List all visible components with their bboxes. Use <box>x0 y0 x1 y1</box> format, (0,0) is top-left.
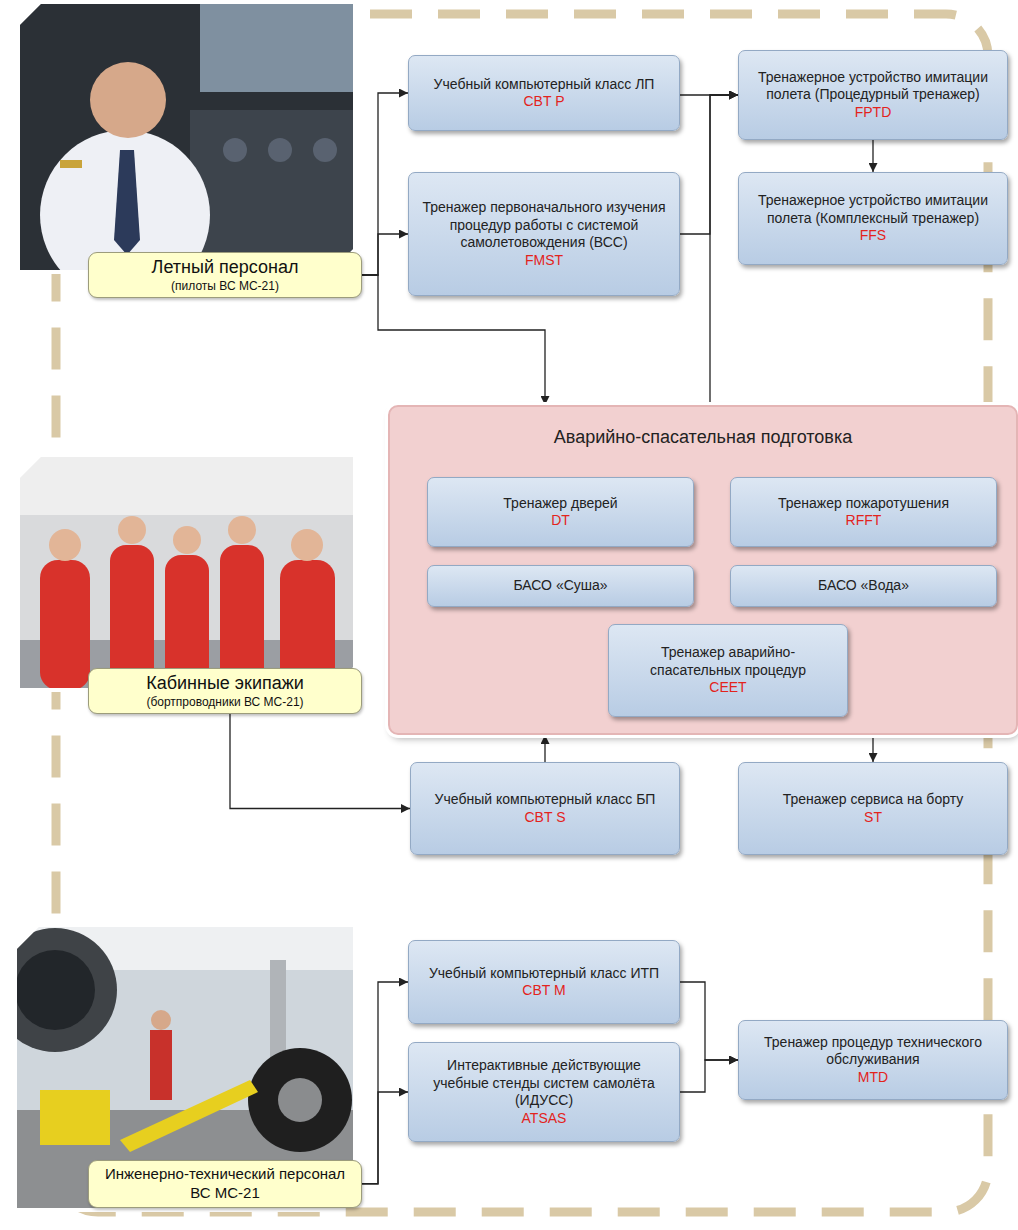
photo-frame <box>18 2 355 272</box>
pilot-tie <box>114 150 140 255</box>
box-text: Тренажер сервиса на борту <box>783 791 963 809</box>
flow-arrow <box>680 1060 738 1092</box>
flow-arrow <box>710 95 738 405</box>
label-title: Кабинные экипажи <box>146 673 304 695</box>
photo-background <box>15 925 355 1210</box>
flow-arrow <box>362 93 408 275</box>
box-code: FMST <box>525 252 563 270</box>
box-text: Тренажерное устройство имитации полета (… <box>751 69 995 104</box>
cockpit-gauge <box>268 138 292 162</box>
box-code: FFS <box>860 227 886 245</box>
group-region: Аварийно-спасательная подготовкаТренажер… <box>388 405 1018 735</box>
technician-head <box>151 1010 171 1030</box>
pilot-epaulette <box>60 160 82 168</box>
process-box: Учебный компьютерный класс БПCBT S <box>410 762 680 855</box>
crew-head <box>118 516 146 544</box>
process-box: Тренажер дверейDT <box>427 477 694 547</box>
process-box: Учебный компьютерный класс ЛПCBT P <box>408 55 680 131</box>
flow-arrow <box>362 234 408 275</box>
box-code: CBT S <box>525 809 566 827</box>
technician <box>150 1030 172 1100</box>
flow-arrow <box>544 735 545 762</box>
region-title: Аварийно-спасательная подготовка <box>390 427 1016 448</box>
box-code: MTD <box>858 1069 888 1087</box>
box-code: RFFT <box>846 512 882 530</box>
box-code: ST <box>864 809 882 827</box>
box-text: Учебный компьютерный класс ИТП <box>429 965 659 983</box>
process-box: Учебный компьютерный класс ИТПCBT M <box>408 940 680 1024</box>
process-box: Интерактивные действующие учебные стенды… <box>408 1042 680 1142</box>
flow-arrow <box>872 140 873 172</box>
flow-arrow <box>362 1092 408 1184</box>
tow-bar <box>120 1080 258 1152</box>
box-text: Учебный компьютерный класс БП <box>435 791 656 809</box>
process-box: Тренажерное устройство имитации полета (… <box>738 172 1008 265</box>
tow-tractor <box>40 1090 110 1145</box>
box-code: DT <box>551 512 570 530</box>
flow-arrow <box>680 95 738 234</box>
flow-arrow <box>230 714 410 809</box>
box-text: Тренажер первоначального изучения процед… <box>421 199 667 252</box>
crew-head <box>291 529 323 561</box>
label-subtitle: (пилоты ВС МС-21) <box>171 279 279 293</box>
box-text: Тренажер аварийно-спасательных процедур <box>621 644 835 679</box>
box-code: CBT M <box>522 982 565 1000</box>
photo-frame <box>15 925 355 1210</box>
cockpit-gauge <box>313 138 337 162</box>
process-box: Тренажер первоначального изучения процед… <box>408 172 680 296</box>
flow-arrow <box>680 982 738 1060</box>
box-text: Интерактивные действующие учебные стенды… <box>421 1057 667 1110</box>
box-text: Тренажер пожаротушения <box>778 495 949 513</box>
box-text: БАСО «Суша» <box>513 577 607 595</box>
process-box: Тренажер пожаротушенияRFFT <box>730 477 997 547</box>
cabin-crew-photo <box>18 455 355 690</box>
cockpit-gauge <box>223 138 247 162</box>
process-box: Тренажер аварийно-спасательных процедурC… <box>608 624 848 717</box>
audience-label: Инженерно-технический персонал ВС МС-21 <box>88 1160 362 1208</box>
cabin-ceiling <box>18 455 355 515</box>
photo-frame <box>18 455 355 690</box>
wheel <box>248 1048 352 1152</box>
photo-background <box>18 455 355 690</box>
cockpit-window <box>200 2 355 92</box>
label-subtitle: (бортпроводники ВС МС-21) <box>146 695 303 709</box>
box-text: БАСО «Вода» <box>818 577 909 595</box>
crew-heads <box>49 516 323 561</box>
crew-head <box>173 526 201 554</box>
wheel-hub <box>278 1078 322 1122</box>
crew-head <box>49 529 81 561</box>
technicians-photo <box>0 925 355 1210</box>
box-text: Учебный компьютерный класс ЛП <box>434 76 655 94</box>
box-code: ATSAS <box>522 1110 567 1128</box>
box-code: FPTD <box>855 104 892 122</box>
audience-label: Летный персонал(пилоты ВС МС-21) <box>88 252 362 298</box>
cockpit-panel <box>190 110 355 270</box>
flow-arrow <box>362 982 408 1184</box>
box-text: Тренажерное устройство имитации полета (… <box>751 192 995 227</box>
engine-intake <box>15 950 95 1030</box>
label-title: Инженерно-технический персонал ВС МС-21 <box>97 1165 353 1203</box>
box-code: CEET <box>709 679 746 697</box>
process-box: БАСО «Суша» <box>427 565 694 607</box>
audience-label: Кабинные экипажи(бортпроводники ВС МС-21… <box>88 668 362 714</box>
box-text: Тренажер дверей <box>503 495 617 513</box>
box-code: CBT P <box>524 93 565 111</box>
process-box: Тренажер сервиса на бортуST <box>738 762 1008 855</box>
process-box: БАСО «Вода» <box>730 565 997 607</box>
process-box: Тренажер процедур технического обслужива… <box>738 1020 1008 1100</box>
crew-head <box>228 516 256 544</box>
crew-figure <box>40 560 90 690</box>
pilot-head <box>90 62 166 138</box>
box-text: Тренажер процедур технического обслужива… <box>751 1034 995 1069</box>
label-title: Летный персонал <box>152 257 299 279</box>
flow-arrow <box>872 735 873 762</box>
process-box: Тренажерное устройство имитации полета (… <box>738 50 1008 140</box>
